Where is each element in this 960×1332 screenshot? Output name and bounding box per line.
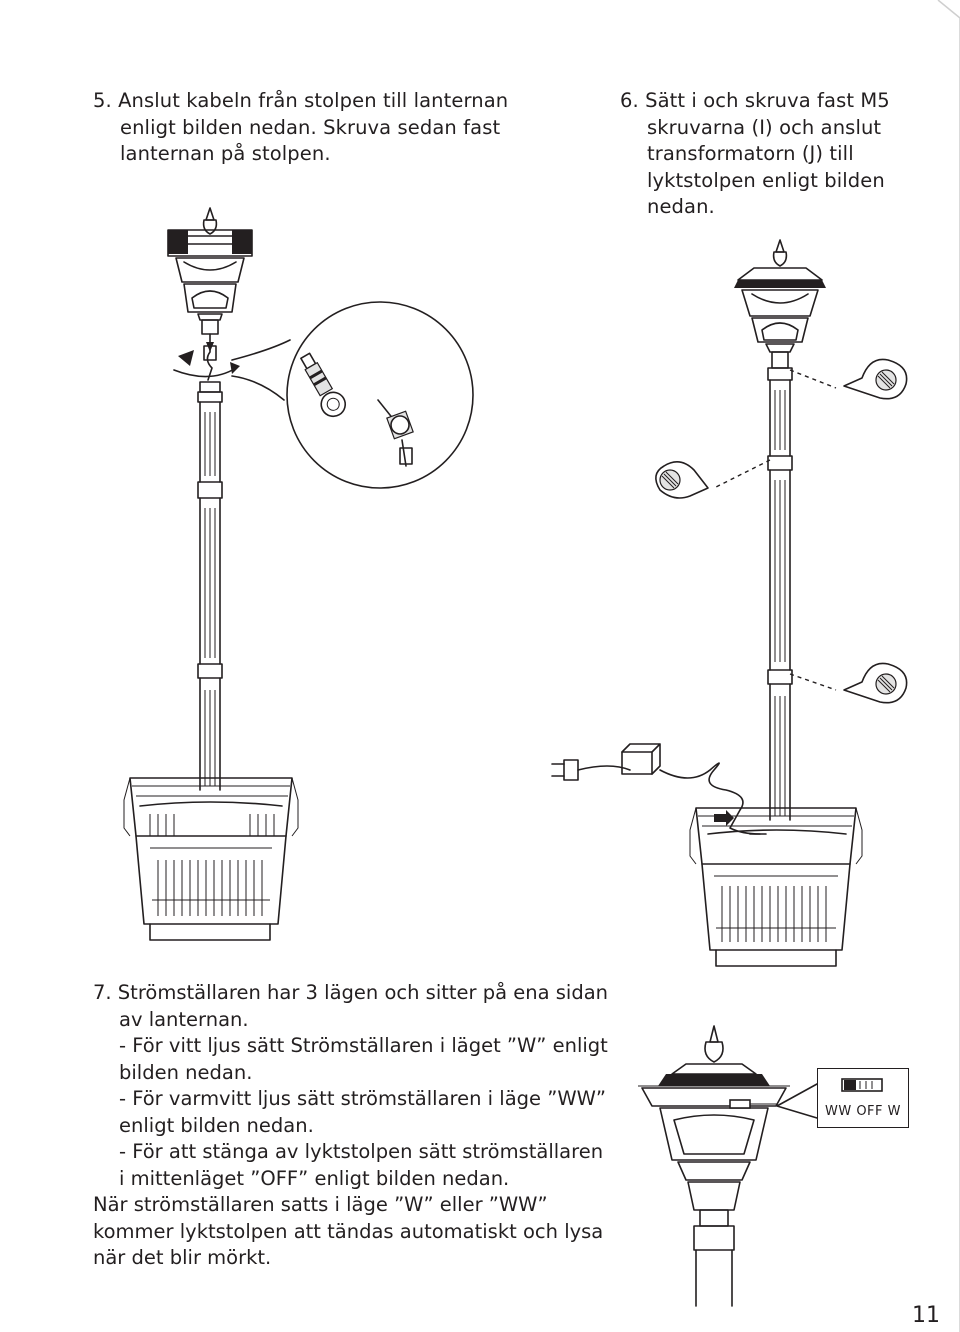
step5-text: 5. Anslut kabeln från stolpen till lante… <box>93 88 533 168</box>
callout-pointer <box>776 1083 818 1119</box>
step7-line9: När strömställaren satts i läge ”W” elle… <box>93 1193 548 1216</box>
lamp-post-with-screws <box>551 239 908 967</box>
step5-line3: lanternan på stolpen. <box>120 142 331 165</box>
step7-line11: när det blir mörkt. <box>93 1246 272 1269</box>
page-edge <box>937 0 960 1332</box>
connector-zoom-icon <box>231 301 474 489</box>
step7-line7: - För att stänga av lyktstolpen sätt str… <box>119 1140 604 1163</box>
step7-line3: - För vitt ljus sätt Strömställaren i lä… <box>119 1034 608 1057</box>
step7-line5: - För varmvitt ljus sätt strömställaren … <box>119 1087 606 1110</box>
step5-line1: 5. Anslut kabeln från stolpen till lante… <box>93 89 509 112</box>
step6-line1: 6. Sätt i och skruva fast M5 <box>620 89 890 112</box>
step7-line6: enligt bilden nedan. <box>119 1113 314 1137</box>
step7-line4: bilden nedan. <box>119 1060 253 1084</box>
switch-position-label: WW OFF W <box>824 1104 901 1119</box>
step7-line1: 7. Strömställaren har 3 lägen och sitter… <box>93 981 609 1004</box>
step7-text: 7. Strömställaren har 3 lägen och sitter… <box>93 980 613 1272</box>
screw-icon <box>659 369 897 695</box>
step6-line4: lyktstolpen enligt bilden nedan. <box>647 168 885 219</box>
step6-line3: transformatorn (J) till <box>647 142 854 165</box>
transformer-icon <box>621 743 661 775</box>
plug-icon <box>551 759 631 781</box>
lamp-post-illustration <box>123 207 299 941</box>
step7-line8: i mittenläget ”OFF” enligt bilden nedan. <box>119 1166 510 1190</box>
step7-line2: av lanternan. <box>119 1007 249 1031</box>
switch-icon <box>841 1078 883 1092</box>
switch-callout: WW OFF W <box>817 1068 909 1128</box>
step7-line10: kommer lyktstolpen att tändas automatisk… <box>93 1219 604 1243</box>
step6-line2: skruvarna (I) och anslut <box>647 115 882 139</box>
lantern-switch-illustration <box>638 1025 790 1307</box>
step5-line2: enligt bilden nedan. Skruva sedan fast <box>120 115 501 139</box>
step6-text: 6. Sätt i och skruva fast M5 skruvarna (… <box>620 88 940 221</box>
page-number: 11 <box>912 1303 940 1328</box>
